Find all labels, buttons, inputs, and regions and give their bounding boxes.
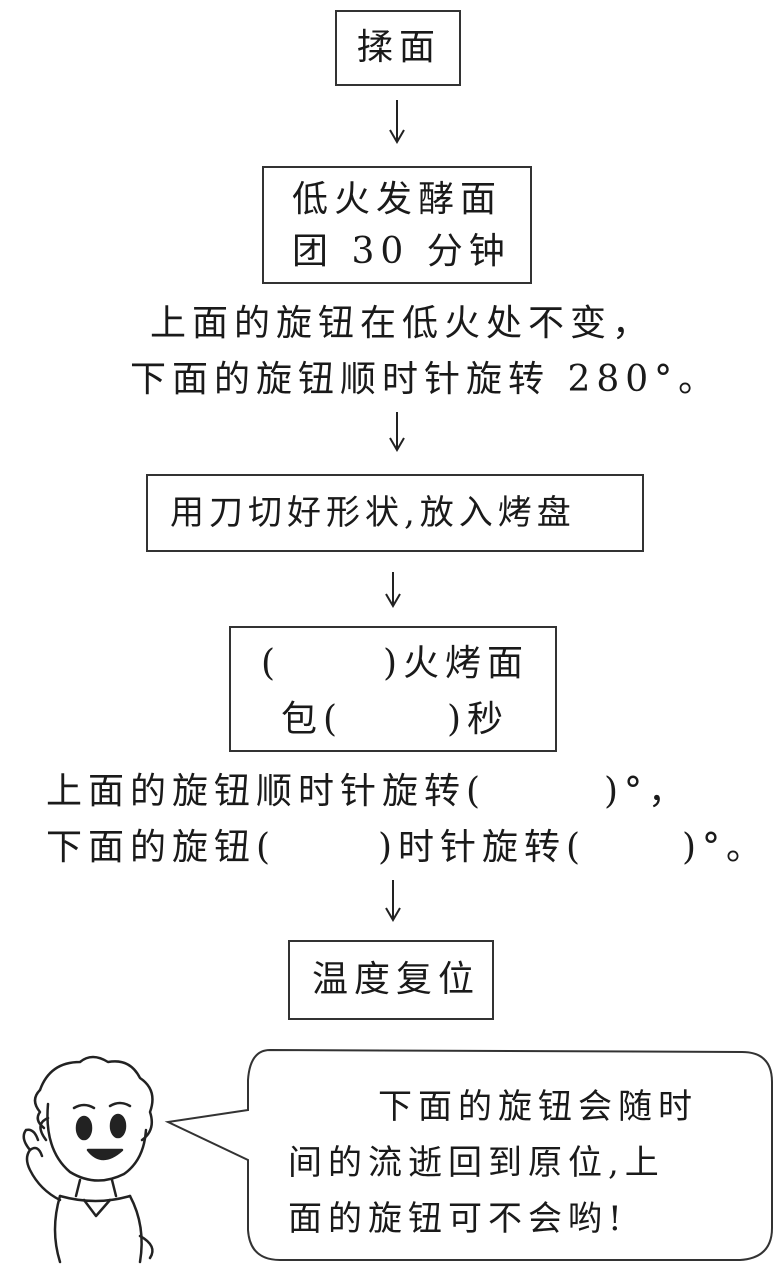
bubble-line1: 下面的旋钮会随时 xyxy=(378,1087,698,1127)
note2-line2-end: )°。 xyxy=(682,827,769,868)
note2-line2-start: 下面的旋钮( xyxy=(46,827,277,868)
note1-line2: 下面的旋钮顺时针旋转 280°。 xyxy=(130,359,721,400)
bake-open-paren: ( xyxy=(261,643,282,684)
step-ferment-line2: 团 30 分钟 xyxy=(292,231,511,272)
bake-line2-end: )秒 xyxy=(447,699,510,740)
step-knead-box: 揉面 xyxy=(335,10,461,86)
bubble-line3: 面的旋钮可不会哟! xyxy=(288,1199,628,1239)
bake-line1-end: )火烤面 xyxy=(383,643,530,684)
step-cut-box: 用刀切好形状,放入烤盘 xyxy=(146,474,644,552)
step-bake-box: ( )火烤面 包( )秒 xyxy=(229,626,557,752)
step-ferment-box: 低火发酵面 团 30 分钟 xyxy=(262,166,532,284)
step-knead-text: 揉面 xyxy=(357,27,442,68)
step-reset-box: 温度复位 xyxy=(288,940,494,1020)
note2-line1-end: )°， xyxy=(604,771,691,812)
note2-line1-start: 上面的旋钮顺时针旋转( xyxy=(46,771,487,812)
step-ferment-line1: 低火发酵面 xyxy=(292,179,503,220)
note1-line1: 上面的旋钮在低火处不变， xyxy=(150,303,655,344)
step-reset-text: 温度复位 xyxy=(312,959,481,1000)
bake-line2-start: 包( xyxy=(281,699,344,740)
note2-line2-mid: )时针旋转( xyxy=(378,827,587,868)
step-cut-text: 用刀切好形状,放入烤盘 xyxy=(170,493,576,533)
bubble-line2: 间的流逝回到原位,上 xyxy=(288,1143,665,1183)
